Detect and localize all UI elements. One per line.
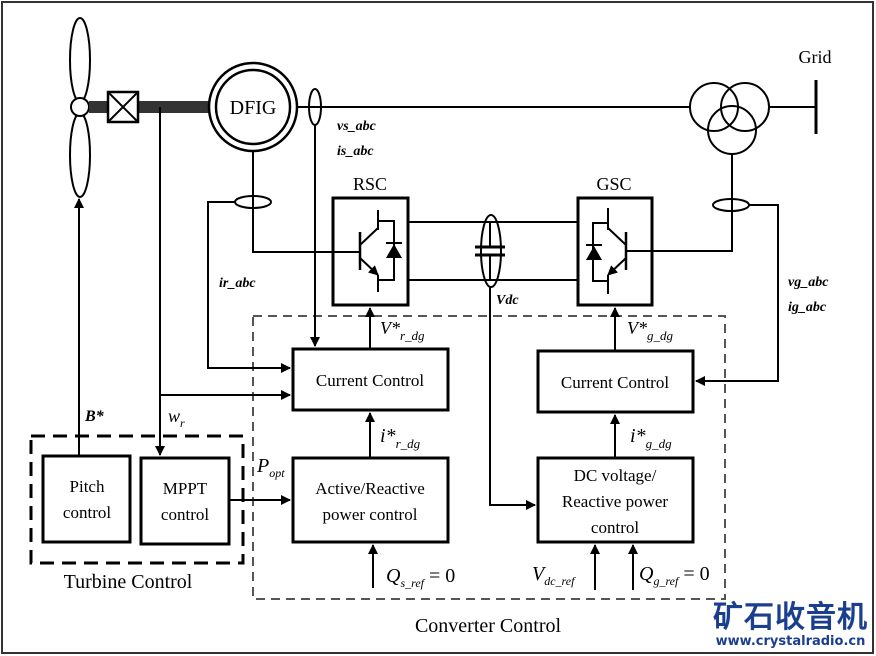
- converter-control-label: Converter Control: [415, 615, 562, 637]
- gsc-label: GSC: [596, 174, 631, 194]
- p-opt-label: Popt: [256, 455, 285, 480]
- turbine-rotor-icon: [69, 17, 91, 198]
- gsc-current-ref-label: i*g_dg: [630, 425, 672, 451]
- converter-control-group: [252, 315, 726, 600]
- dc-capacitor-icon: [475, 214, 505, 288]
- rotor-line: [252, 151, 360, 253]
- gsc-dc-control-line2: Reactive power: [562, 492, 669, 511]
- grid-feedback-arrow: [695, 204, 779, 386]
- rsc-current-ref-label: i*r_dg: [380, 425, 421, 451]
- rsc-power-control-line2: power control: [323, 505, 418, 524]
- rsc-label: RSC: [353, 174, 387, 194]
- gsc-dc-control-block: [536, 456, 695, 544]
- pitch-control-line1: Pitch: [70, 477, 105, 496]
- dc-voltage-feedback-arrow: [489, 287, 536, 510]
- rsc-power-control-line1: Active/Reactive: [315, 479, 425, 498]
- gsc-voltage-ref-label: V*g_dg: [627, 318, 674, 343]
- pitch-control-line2: control: [63, 503, 111, 522]
- turbine-control-label: Turbine Control: [64, 571, 193, 593]
- gsc-dc-control-line1: DC voltage/: [574, 466, 657, 485]
- rotor-feedback-arrow: [207, 201, 291, 373]
- rsc-power-control-block: [291, 456, 450, 544]
- rsc-current-control-label: Current Control: [316, 371, 424, 390]
- mppt-control-line1: MPPT: [163, 479, 208, 498]
- grid-voltage-signal: vg_abc: [788, 275, 829, 290]
- mppt-control-line2: control: [161, 505, 209, 524]
- watermark-url: www.crystalradio.cn: [715, 634, 866, 649]
- gsc-to-transformer-line: [626, 154, 733, 252]
- watermark-title: 矿石收音机: [713, 600, 868, 635]
- gearbox-icon: [106, 90, 140, 124]
- transformer-icon: [689, 82, 770, 155]
- dc-voltage-signal: Vdc: [496, 293, 519, 308]
- pitch-signal-label: B*: [84, 408, 105, 425]
- gsc-dc-control-line3: control: [591, 518, 639, 537]
- gsc-current-control-block: [536, 349, 695, 414]
- rsc-voltage-ref-label: V*r_dg: [380, 318, 425, 343]
- watermark: 矿石收音机 www.crystalradio.cn: [713, 602, 868, 650]
- qg-ref-label: Qg_ref = 0: [639, 563, 710, 588]
- vdc-ref-label: Vdc_ref: [532, 563, 576, 588]
- rotor-current-signal: ir_abc: [219, 276, 256, 291]
- stator-current-signal: is_abc: [337, 144, 374, 159]
- grid-label: Grid: [799, 47, 832, 67]
- pitch-control-block: [41, 454, 132, 544]
- speed-signal-label: wr: [168, 406, 185, 430]
- grid-current-signal: ig_abc: [788, 300, 827, 315]
- dfig-label: DFIG: [230, 97, 277, 119]
- dfig-generator: [207, 61, 299, 153]
- gsc-current-control-label: Current Control: [561, 373, 669, 392]
- stator-voltage-signal: vs_abc: [337, 119, 377, 134]
- qs-ref-label: Qs_ref = 0: [386, 565, 455, 590]
- mppt-control-block: [139, 456, 231, 546]
